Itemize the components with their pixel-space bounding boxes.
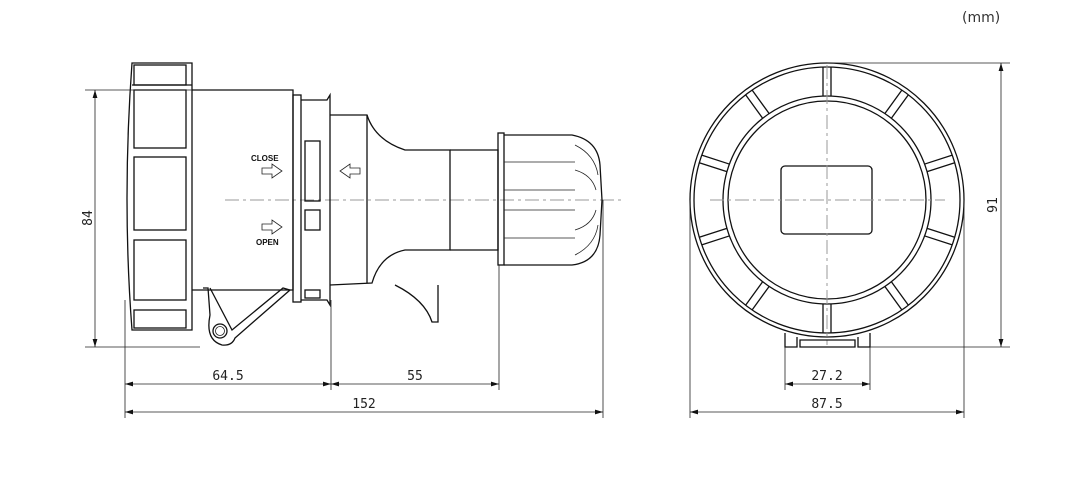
insert-arrow-icon bbox=[339, 163, 361, 179]
side-view: CLOSE OPEN 84 64.5 55 152 bbox=[81, 62, 625, 418]
dim-total-length: 152 bbox=[352, 397, 375, 412]
dim-base-width: 27.2 bbox=[811, 369, 842, 384]
dim-height-84: 84 bbox=[81, 210, 96, 226]
open-arrow-icon bbox=[261, 219, 283, 235]
ring bbox=[301, 92, 331, 308]
grip-rib bbox=[699, 162, 728, 173]
cable-gland bbox=[497, 132, 603, 266]
grip-rib bbox=[924, 235, 953, 246]
grip-rib bbox=[751, 286, 770, 311]
dim-front-length: 64.5 bbox=[212, 369, 243, 384]
latch bbox=[394, 284, 439, 323]
lid-hinge bbox=[203, 287, 292, 346]
dim-middle-length: 55 bbox=[407, 369, 423, 384]
grip-ribs bbox=[699, 67, 955, 333]
front-view: 91 27.2 87.5 bbox=[689, 62, 1010, 418]
flange bbox=[292, 94, 302, 303]
grip-rib bbox=[924, 154, 953, 165]
window bbox=[304, 140, 321, 202]
hinge-hole bbox=[212, 323, 228, 339]
grip-rib bbox=[926, 227, 955, 238]
grip-rib bbox=[926, 162, 955, 173]
grip-rib bbox=[701, 154, 730, 165]
grip-rib bbox=[884, 286, 903, 311]
base-foot bbox=[784, 333, 871, 348]
grip-rib bbox=[699, 227, 728, 238]
grip-rib bbox=[890, 94, 909, 119]
grip-rib bbox=[890, 281, 909, 306]
grip-rib bbox=[701, 235, 730, 246]
socket-body bbox=[192, 89, 294, 291]
dim-height-91: 91 bbox=[986, 197, 1001, 213]
locking-nut bbox=[126, 62, 193, 331]
grip-rib bbox=[884, 89, 903, 114]
grip-rib bbox=[745, 94, 764, 119]
dim-width: 87.5 bbox=[811, 397, 842, 412]
grip-rib bbox=[745, 281, 764, 306]
open-label: OPEN bbox=[256, 238, 279, 247]
grip-rib bbox=[751, 89, 770, 114]
units-label: (mm) bbox=[962, 10, 1000, 26]
close-label: CLOSE bbox=[251, 154, 279, 163]
close-arrow-icon bbox=[261, 163, 283, 179]
rear-body bbox=[329, 114, 451, 286]
